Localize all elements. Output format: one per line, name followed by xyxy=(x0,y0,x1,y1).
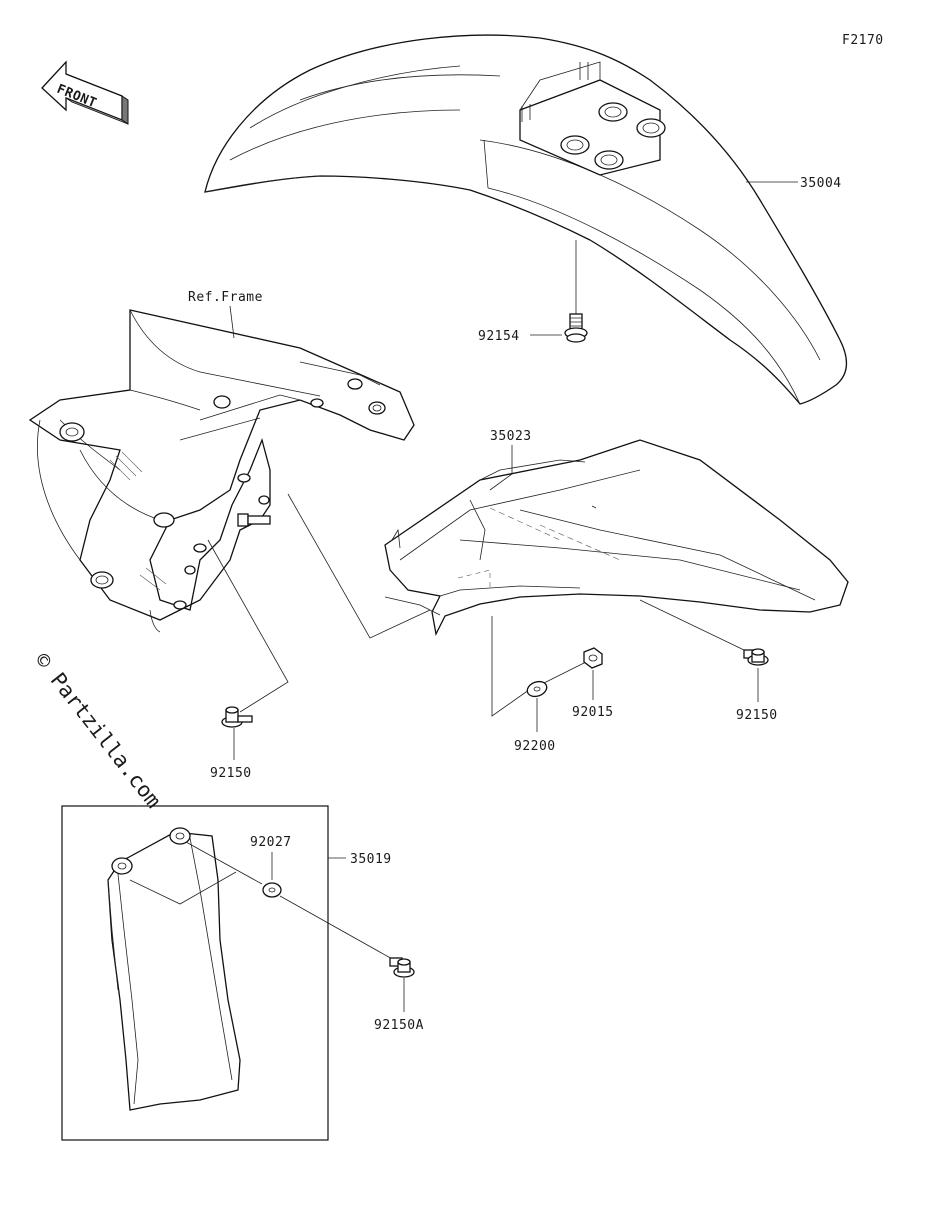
washer-92200[interactable] xyxy=(525,679,549,699)
leader-92150-left xyxy=(207,539,289,713)
label-92154[interactable]: 92154 xyxy=(478,329,520,344)
leader-frame-to-fender xyxy=(287,493,431,639)
frame-bolt-left xyxy=(237,513,271,527)
label-92150-right[interactable]: 92150 xyxy=(736,708,778,723)
leader-92027-to-bolt xyxy=(279,895,395,961)
kit-box-35019 xyxy=(61,805,329,1141)
leader-ref-frame xyxy=(229,305,235,339)
nut-92015[interactable] xyxy=(583,647,603,669)
watermark-partzilla: © Partzilla.com xyxy=(30,648,166,812)
leader-guard-holes xyxy=(129,871,237,905)
inner-fender-35023[interactable] xyxy=(384,439,849,637)
label-92150-left[interactable]: 92150 xyxy=(210,766,252,781)
label-35004[interactable]: 35004 xyxy=(800,176,842,191)
ref-frame-label: Ref.Frame xyxy=(188,290,263,305)
frame-reference xyxy=(28,309,415,633)
screw-92150-left[interactable] xyxy=(221,706,253,728)
washer-92027[interactable] xyxy=(262,882,282,898)
label-35023[interactable]: 35023 xyxy=(490,429,532,444)
label-92150A[interactable]: 92150A xyxy=(374,1018,424,1033)
leader-35023 xyxy=(489,445,513,491)
leader-92200-92015 xyxy=(491,616,587,717)
label-92027[interactable]: 92027 xyxy=(250,835,292,850)
screw-92150-right[interactable] xyxy=(743,648,769,666)
diagram-code: F2170 xyxy=(842,33,884,48)
front-fender-35004[interactable] xyxy=(204,34,847,405)
guard-35019[interactable] xyxy=(107,827,241,1111)
leader-92150-right xyxy=(639,599,745,651)
label-35019[interactable]: 35019 xyxy=(350,852,392,867)
leader-guard-to-washer xyxy=(185,841,263,885)
label-92015[interactable]: 92015 xyxy=(572,705,614,720)
bolt-92150A[interactable] xyxy=(389,957,415,978)
screw-92154[interactable] xyxy=(564,313,588,343)
front-arrow-icon: FRONT xyxy=(41,60,129,125)
label-92200[interactable]: 92200 xyxy=(514,739,556,754)
